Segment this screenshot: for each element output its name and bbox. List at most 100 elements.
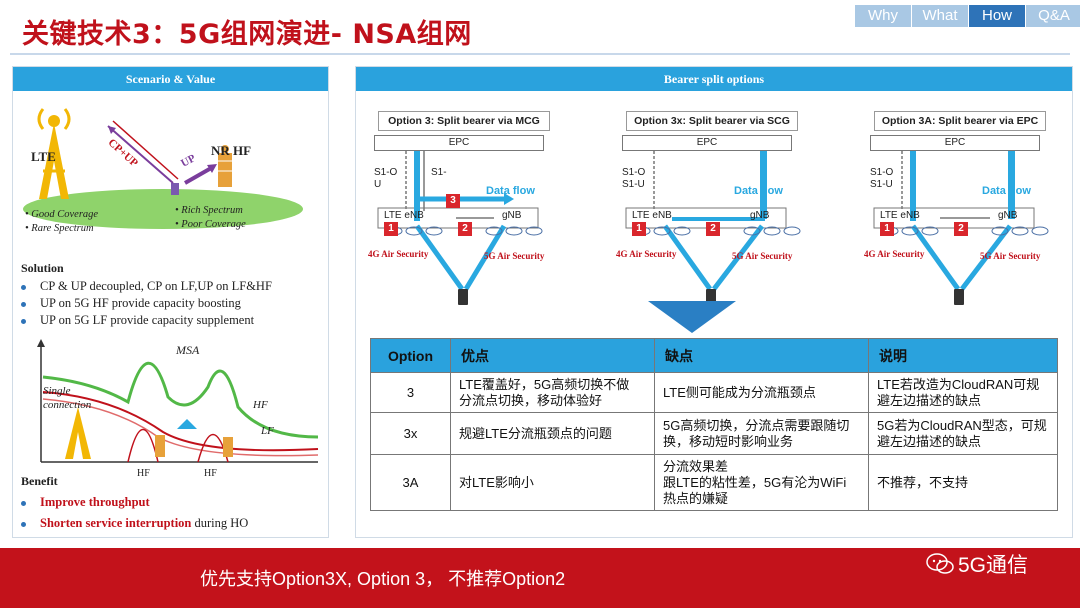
poor-coverage-text: • Poor Coverage [175, 219, 246, 230]
option-3-badge-3: 3 [446, 194, 460, 208]
option-3x-s1u-label: S1-U [622, 179, 645, 190]
header-cons: 缺点 [654, 338, 869, 373]
hf-line-label: HF [253, 399, 268, 411]
hf-axis-label-2: HF [204, 468, 217, 479]
conclusion-banner [0, 548, 1080, 608]
lf-line-label: LF [261, 425, 274, 437]
header-option: Option [370, 338, 451, 373]
option-3-badge-2: 2 [458, 222, 472, 236]
option-3x-title: Option 3x: Split bearer via SCG [626, 111, 798, 131]
cell-note: LTE若改造为CloudRAN可规避左边描述的缺点 [868, 372, 1058, 413]
option-3a-ue-icon [954, 289, 964, 305]
brand-label: 5G通信 [958, 554, 1029, 577]
table-row: 3 LTE覆盖好，5G高频切换不做分流点切换，移动体验好 LTE侧可能成为分流瓶… [370, 372, 1058, 413]
option-3a-diagram: Option 3A: Split bearer via EPC EPC S1-O… [864, 109, 1070, 319]
option-3-ue-icon [458, 289, 468, 305]
option-3a-data-flow-label: Data flow [982, 185, 1031, 197]
cell-cons: 5G高频切换，分流点需要跟随切换，移动短时影响业务 [654, 412, 869, 455]
cell-pros: 对LTE影响小 [450, 454, 655, 511]
option-3-s1-label: S1- [431, 167, 447, 178]
conclusion-text: 优先支持Option3X, Option 3， 不推荐Option2 [200, 569, 566, 589]
nr-hf-label: NR HF [211, 143, 252, 158]
option-3a-s1u-label: S1-U [870, 179, 893, 190]
option-3x-gnb-label: gNB [750, 210, 770, 221]
single-label: Single [43, 385, 71, 397]
benefit-item: Improve throughput [21, 492, 248, 513]
boost-arrow-icon [177, 419, 197, 429]
option-3-badge-1: 1 [384, 222, 398, 236]
option-3-title: Option 3: Split bearer via MCG [378, 111, 550, 131]
msa-label: MSA [176, 343, 200, 357]
option-3-diagram: Option 3: Split bearer via MCG EPC S1-O … [368, 109, 574, 319]
option-3a-5g-security-label: 5G Air Security [980, 251, 1041, 261]
good-coverage-text: • Good Coverage [25, 209, 99, 220]
cell-option: 3 [370, 372, 451, 413]
nr-hf-tower-icon [218, 145, 232, 187]
option-3-5g-security-label: 5G Air Security [484, 251, 545, 261]
table-row: 3x 规避LTE分流瓶颈点的问题 5G高频切换，分流点需要跟随切换，移动短时影响… [370, 412, 1058, 455]
solution-item: CP & UP decoupled, CP on LF,UP on LF&HF [21, 278, 272, 295]
hf-tower-icon-1 [155, 435, 165, 457]
ue-device-icon [171, 183, 179, 195]
option-3-enb-label: LTE eNB [384, 210, 424, 221]
solution-title: Solution [21, 261, 64, 275]
solution-list: CP & UP decoupled, CP on LF,UP on LF&HF … [21, 278, 272, 329]
cell-option: 3A [370, 454, 451, 511]
cell-note: 不推荐，不支持 [868, 454, 1058, 511]
cell-option: 3x [370, 412, 451, 455]
nav-tab-how[interactable]: How [969, 5, 1025, 27]
nav-tab-qa[interactable]: Q&A [1026, 5, 1080, 27]
lf-curve [42, 391, 319, 452]
cell-pros: LTE覆盖好，5G高频切换不做分流点切换，移动体验好 [450, 372, 655, 413]
nav-tab-why[interactable]: Why [855, 5, 911, 27]
scenario-diagram [23, 108, 303, 229]
hf-axis-label-1: HF [137, 468, 150, 479]
down-arrow-icon [648, 301, 736, 333]
option-3-4g-security-label: 4G Air Security [368, 249, 429, 259]
option-3a-flow-lte [910, 151, 916, 221]
benefit-title: Benefit [21, 474, 58, 488]
option-3a-title: Option 3A: Split bearer via EPC [874, 111, 1046, 131]
connection-label: connection [43, 399, 92, 411]
option-3x-data-flow-label: Data flow [734, 185, 783, 197]
cp-up-link [107, 125, 174, 184]
nav-tab-what[interactable]: What [912, 5, 968, 27]
bearer-split-header: Bearer split options [356, 67, 1072, 91]
scenario-value-header: Scenario & Value [13, 67, 328, 91]
lte-tower-icon [37, 108, 71, 199]
benefit-item: Shorten service interruption during HO [21, 513, 248, 534]
option-3-data-flow-label: Data flow [486, 185, 535, 197]
option-3-epc: EPC [374, 135, 544, 151]
option-3a-enb-label: LTE eNB [880, 210, 920, 221]
hf-tower-icon-2 [223, 437, 233, 457]
rare-spectrum-text: • Rare Spectrum [25, 223, 94, 234]
lte-tower-small-icon [65, 407, 91, 459]
rich-spectrum-text: • Rich Spectrum [175, 205, 243, 216]
option-3a-gnb-label: gNB [998, 210, 1018, 221]
coverage-ellipse [23, 189, 303, 229]
table-header-row: Option 优点 缺点 说明 [370, 338, 1058, 373]
option-3x-epc: EPC [622, 135, 792, 151]
msa-curve [42, 361, 319, 439]
title-divider [10, 53, 1070, 55]
option-3x-s1o-label: S1-O [622, 167, 646, 178]
solution-item: UP on 5G HF provide capacity boosting [21, 295, 272, 312]
option-3-u-label: U [374, 179, 382, 190]
comparison-table: Option 优点 缺点 说明 3 LTE覆盖好，5G高频切换不做分流点切换，移… [370, 338, 1058, 511]
option-3x-enb-label: LTE eNB [632, 210, 672, 221]
option-3a-badge-2: 2 [954, 222, 968, 236]
throughput-graph [37, 339, 319, 463]
page-title: 关键技术3：5G组网演进- NSA组网 [22, 19, 472, 50]
option-3x-badge-1: 1 [632, 222, 646, 236]
cell-cons: LTE侧可能成为分流瓶颈点 [654, 372, 869, 413]
cell-note: 5G若为CloudRAN型态，可规避左边描述的缺点 [868, 412, 1058, 455]
option-3x-diagram: Option 3x: Split bearer via SCG EPC S1-O… [616, 109, 822, 319]
cell-pros: 规避LTE分流瓶颈点的问题 [450, 412, 655, 455]
bearer-split-panel: Bearer split options Option 3: Split bea… [355, 66, 1073, 538]
up-link [184, 165, 214, 185]
option-3x-flow-arrow [672, 215, 765, 221]
option-3a-badge-1: 1 [880, 222, 894, 236]
lte-label: LTE [31, 149, 56, 164]
option-3-s1o-label: S1-O [374, 167, 398, 178]
